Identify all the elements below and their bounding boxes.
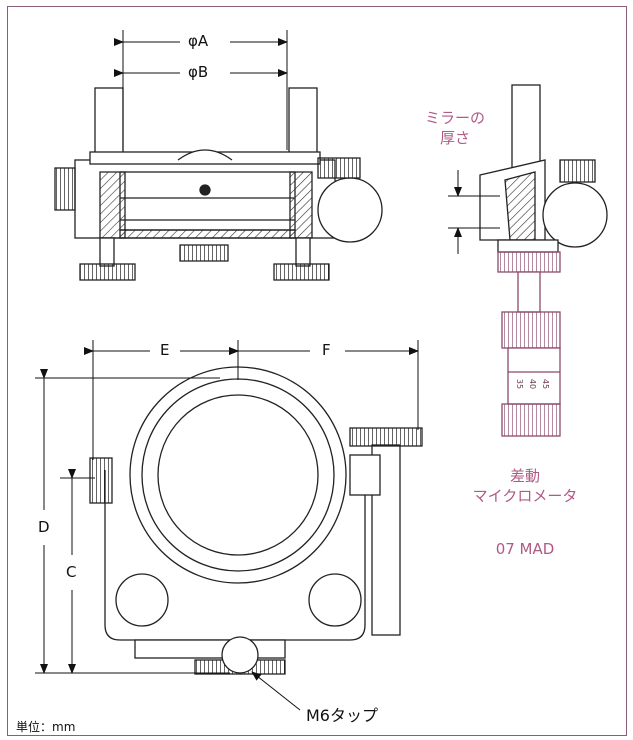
mirror-thickness-label: ミラーの 厚さ: [420, 108, 490, 148]
micrometer-line2: マイクロメータ: [472, 487, 578, 505]
dim-d-label: D: [38, 518, 50, 536]
dim-c-label: C: [66, 563, 77, 581]
mirror-thickness-line1: ミラーの: [424, 109, 485, 127]
micrometer: [497, 251, 561, 437]
dimension-lines-front: [35, 340, 419, 711]
scale-35: 35: [515, 378, 525, 390]
front-view: [89, 366, 423, 675]
side-view: [479, 84, 608, 253]
drawing-frame: [7, 6, 627, 736]
dim-f-label: F: [322, 341, 331, 359]
dim-phi-b-label: φB: [188, 63, 209, 81]
dim-phi-a-label: φA: [188, 32, 209, 50]
tap-label: M6タップ: [306, 706, 378, 725]
scale-40: 40: [528, 378, 538, 390]
dimension-lines-top: [114, 30, 288, 150]
dim-e-label: E: [160, 341, 170, 359]
micrometer-line1: 差動: [509, 467, 540, 485]
scale-45: 45: [541, 378, 551, 390]
top-view: [54, 87, 383, 281]
unit-label: 単位：mm: [16, 720, 76, 734]
micrometer-model: 07 MAD: [495, 540, 555, 558]
mirror-thickness-dims: [448, 170, 500, 254]
micrometer-label: 差動 マイクロメータ: [450, 466, 600, 506]
mirror-thickness-line2: 厚さ: [439, 129, 470, 147]
